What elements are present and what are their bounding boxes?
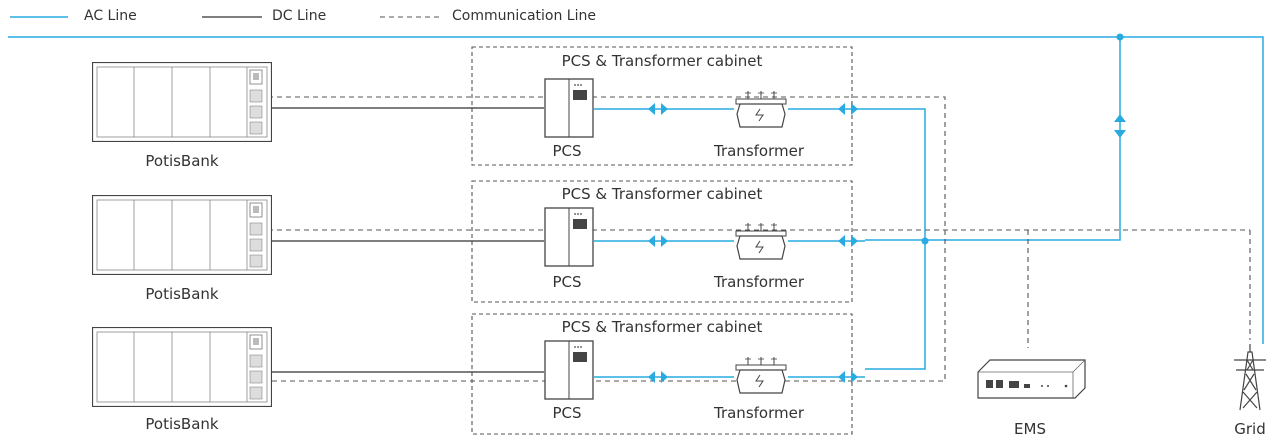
cabinet-box [471, 46, 853, 166]
legend-com-label: Communication Line [452, 8, 596, 24]
potisbank-icon [92, 327, 272, 407]
potisbank-label: PotisBank [145, 285, 219, 303]
cabinet-box [471, 313, 853, 435]
cabinet-label: PCS & Transformer cabinet [561, 185, 763, 203]
pcs-label: PCS [552, 404, 582, 422]
com-loop-outer [268, 96, 946, 382]
group-1 [92, 46, 865, 166]
ems-device-icon [977, 359, 1086, 399]
cabinet-label: PCS & Transformer cabinet [561, 318, 763, 336]
transformer-icon [735, 222, 787, 260]
transformer-icon [735, 356, 787, 394]
grid-tower-icon [1234, 344, 1266, 411]
cabinet-label: PCS & Transformer cabinet [561, 52, 763, 70]
legend-ac-label: AC Line [84, 8, 137, 24]
pcs-icon [544, 78, 594, 138]
ac-bus-top [8, 36, 1264, 344]
junction-mid [921, 237, 929, 245]
grid-label: Grid [1234, 420, 1266, 438]
potisbank-icon [92, 195, 272, 275]
ac-collector-bus [865, 108, 926, 370]
potisbank-label: PotisBank [145, 415, 219, 433]
potisbank-icon [92, 62, 272, 142]
transformer-label: Transformer [713, 273, 805, 291]
potisbank-label: PotisBank [145, 152, 219, 170]
group-2 [92, 180, 865, 303]
group-3 [92, 313, 865, 435]
transformer-icon [735, 90, 787, 128]
ems-label: EMS [1014, 420, 1046, 438]
pcs-label: PCS [552, 142, 582, 160]
pcs-icon [544, 207, 594, 267]
pcs-icon [544, 340, 594, 400]
transformer-label: Transformer [713, 404, 805, 422]
transformer-label: Transformer [713, 142, 805, 160]
pcs-label: PCS [552, 273, 582, 291]
ac-feeder [925, 37, 1121, 241]
legend-dc-label: DC Line [272, 8, 327, 24]
